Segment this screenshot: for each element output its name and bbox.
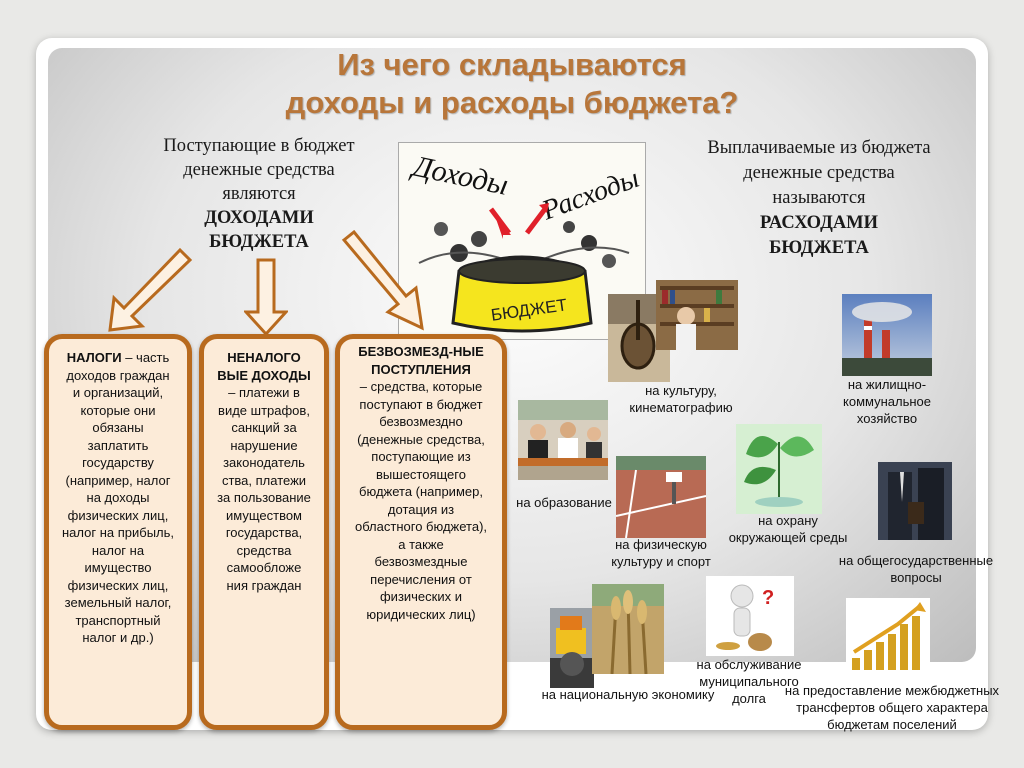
housing-photo bbox=[842, 294, 932, 376]
arrow-to-nontax bbox=[244, 258, 288, 336]
income-definition-text: Поступающие в бюджет денежные средства я… bbox=[163, 136, 355, 204]
education-photo bbox=[518, 400, 608, 480]
expense-emphasis-2: БЮДЖЕТА bbox=[769, 238, 869, 258]
taxes-heading: НАЛОГИ bbox=[66, 350, 122, 365]
culture-photo-library bbox=[656, 280, 738, 350]
expense-economy-label: на национальную экономику bbox=[541, 687, 715, 702]
arrow-to-gratuitous bbox=[341, 230, 424, 331]
expense-environment-label: на охрану окружающей среды bbox=[728, 513, 848, 545]
taxes-description: – часть доходов граждан и организаций, к… bbox=[61, 350, 175, 645]
nontax-description: – платежи в виде штрафов, санкций за нар… bbox=[217, 385, 311, 593]
expense-definition: Выплачиваемые из бюджета денежные средст… bbox=[706, 136, 932, 261]
slide-title-line1: Из чего складываются bbox=[337, 47, 687, 82]
expense-culture-label: на культуру, кинематографию bbox=[629, 383, 733, 415]
economy-photo-roller bbox=[550, 608, 594, 688]
income-definition: Поступающие в бюджет денежные средства я… bbox=[150, 134, 368, 254]
gratuitous-receipts-box: БЕЗВОЗМЕЗД-НЫЕ ПОСТУПЛЕНИЯ – средства, к… bbox=[335, 334, 507, 730]
expense-emphasis-1: РАСХОДАМИ bbox=[759, 213, 879, 233]
expense-general-label: на общегосударственные вопросы bbox=[838, 553, 994, 585]
sport-photo bbox=[616, 456, 706, 538]
svg-text:?: ? bbox=[762, 587, 774, 609]
expense-sport-label: на физическую культуру и спорт bbox=[611, 537, 711, 569]
slide-title-line2: доходы и расходы бюджета? bbox=[285, 85, 739, 120]
expense-debt-label: на обслуживание муниципального долга bbox=[696, 657, 802, 706]
gratuitous-description: – средства, которые поступают в бюджет б… bbox=[354, 379, 488, 622]
nontax-heading: НЕНАЛОГО ВЫЕ ДОХОДЫ bbox=[217, 350, 311, 383]
environment-photo bbox=[736, 424, 822, 514]
transfers-photo bbox=[846, 598, 930, 678]
nontax-income-box: НЕНАЛОГО ВЫЕ ДОХОДЫ – платежи в виде штр… bbox=[199, 334, 329, 730]
income-expense-illustration: Доходы Расходы БЮДЖЕТ bbox=[398, 142, 646, 340]
expense-education-label: на образование bbox=[516, 495, 612, 510]
taxes-box: НАЛОГИ – часть доходов граждан и организ… bbox=[44, 334, 192, 730]
gratuitous-heading: БЕЗВОЗМЕЗД-НЫЕ ПОСТУПЛЕНИЯ bbox=[358, 344, 484, 377]
debt-service-photo: ? bbox=[706, 576, 794, 656]
expense-definition-text: Выплачиваемые из бюджета денежные средст… bbox=[707, 138, 931, 208]
arrow-to-taxes bbox=[108, 247, 193, 332]
income-emphasis-2: БЮДЖЕТА bbox=[209, 232, 309, 252]
expense-transfers-label: на предоставление межбюджетных трансферт… bbox=[784, 683, 1000, 732]
economy-photo-wheat bbox=[592, 584, 664, 674]
expense-housing-label: на жилищно-коммунальное хозяйство bbox=[843, 377, 931, 426]
income-emphasis-1: ДОХОДАМИ bbox=[204, 208, 314, 228]
general-affairs-photo bbox=[878, 462, 952, 540]
